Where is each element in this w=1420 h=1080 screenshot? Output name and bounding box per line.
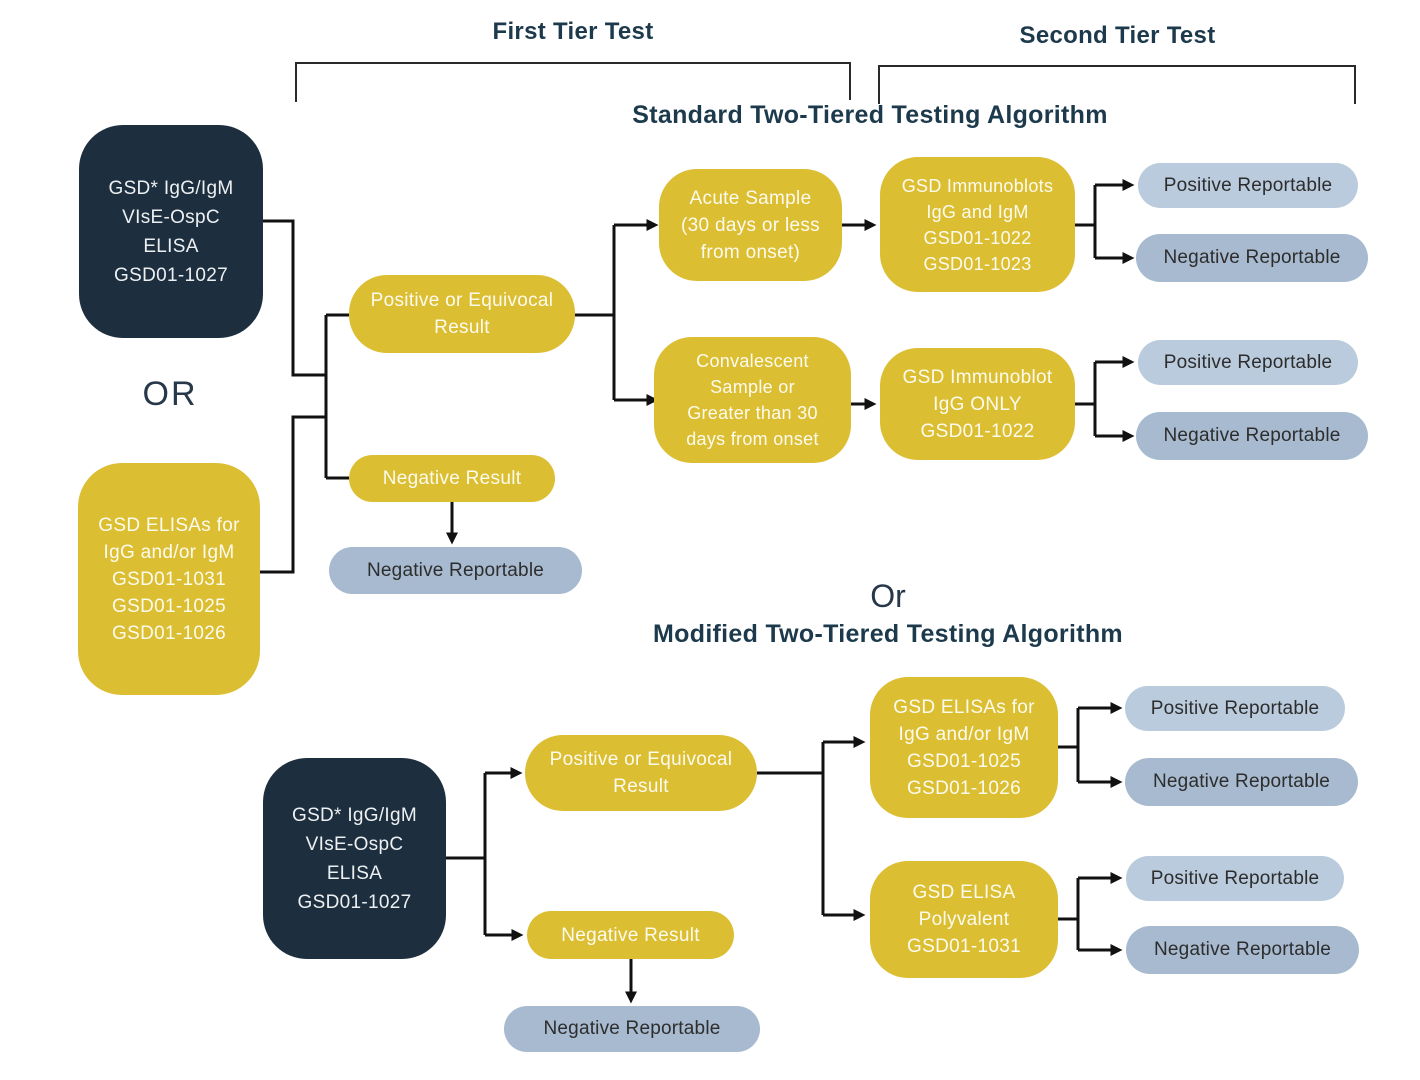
node-line: Negative Reportable — [1152, 771, 1331, 792]
standard-tier2-arrows — [842, 219, 877, 410]
node-line: Negative Reportable — [543, 1018, 721, 1039]
modified-source-branch — [446, 767, 524, 941]
node-line: Negative Reportable — [1153, 939, 1332, 960]
node-line: GSD Immunoblots — [901, 175, 1054, 196]
node-line: Positive Reportable — [1163, 351, 1333, 373]
or-label-standard: OR — [142, 375, 198, 413]
standard-algorithm-title: Standard Two-Tiered Testing Algorithm — [632, 101, 1108, 129]
acute-sample-node: Acute Sample (30 days or less from onset… — [659, 169, 842, 281]
node-line: GSD* IgG/IgM — [108, 177, 234, 199]
node-line: ELISA — [143, 235, 199, 257]
node-line: IgG ONLY — [933, 393, 1022, 415]
node-line: GSD Immunoblot — [902, 366, 1053, 388]
node-line: Result — [613, 776, 669, 797]
node-line: Acute Sample — [689, 187, 812, 209]
node-line: IgG and/or IgM — [103, 541, 235, 563]
modified-negative-result-node: Negative Result — [527, 911, 734, 959]
node-line: Negative Reportable — [1163, 247, 1341, 268]
node-line: Result — [434, 317, 490, 338]
or-label-middle: Or — [870, 578, 906, 614]
modified-polyvalent-node: GSD ELISA Polyvalent GSD01-1031 — [870, 861, 1058, 978]
modified-elisas-branch — [1058, 702, 1123, 788]
node-line: Positive Reportable — [1150, 697, 1320, 719]
node-line: Positive Reportable — [1150, 867, 1320, 889]
node-line: Positive or Equivocal — [549, 749, 733, 770]
modified-polyvalent-branch — [1058, 872, 1123, 956]
standard-negative-result-node: Negative Result — [349, 455, 555, 502]
modified-positive-result-node: Positive or Equivocal Result — [525, 735, 757, 811]
node-line: GSD01-1026 — [907, 777, 1021, 799]
node-line: from onset) — [700, 241, 801, 263]
node-line: GSD01-1027 — [297, 891, 412, 913]
modified-branch2-negative-reportable: Negative Reportable — [1126, 926, 1359, 974]
node-line: Negative Reportable — [1163, 425, 1341, 446]
node-line: ELISA — [326, 862, 383, 884]
node-line: VIsE-OspC — [122, 206, 220, 228]
node-line: days from onset — [686, 429, 819, 449]
standard-negative-reportable-node: Negative Reportable — [329, 547, 582, 594]
standard-igg-only-branch — [1075, 356, 1135, 442]
second-tier-title: Second Tier Test — [1019, 22, 1216, 49]
modified-branch1-positive-reportable: Positive Reportable — [1125, 686, 1345, 731]
convalescent-sample-node: Convalescent Sample or Greater than 30 d… — [654, 337, 851, 463]
node-line: GSD01-1026 — [112, 622, 226, 644]
node-line: Negative Result — [382, 468, 522, 489]
standard-positive-result-node: Positive or Equivocal Result — [349, 275, 575, 353]
first-tier-bracket — [295, 62, 851, 102]
immunoblot-igg-only-node: GSD Immunoblot IgG ONLY GSD01-1022 — [880, 348, 1075, 460]
node-line: GSD01-1031 — [112, 568, 226, 590]
modified-positive-branch — [757, 736, 866, 921]
modified-elisas-node: GSD ELISAs for IgG and/or IgM GSD01-1025… — [870, 677, 1058, 818]
node-line: GSD01-1025 — [907, 750, 1021, 772]
node-line: (30 days or less — [681, 214, 820, 236]
node-line: GSD01-1023 — [923, 253, 1032, 274]
node-line: GSD01-1027 — [114, 264, 228, 286]
node-line: Negative Result — [561, 924, 700, 946]
node-line: VIsE-OspC — [305, 833, 404, 855]
standard-sample-branch — [575, 219, 659, 406]
immunoblots-node: GSD Immunoblots IgG and IgM GSD01-1022 G… — [880, 157, 1075, 292]
second-tier-bracket — [878, 65, 1356, 104]
modified-source-elisa-node: GSD* IgG/IgM VIsE-OspC ELISA GSD01-1027 — [263, 758, 446, 959]
standard-branch1-positive-reportable: Positive Reportable — [1138, 163, 1358, 208]
node-line: GSD01-1025 — [112, 595, 226, 617]
node-line: IgG and/or IgM — [898, 723, 1030, 745]
node-line: Sample or — [710, 377, 795, 397]
modified-branch1-negative-reportable: Negative Reportable — [1125, 758, 1358, 806]
node-line: GSD ELISAs for — [893, 696, 1035, 718]
modified-branch2-positive-reportable: Positive Reportable — [1126, 856, 1344, 901]
standard-immunoblots-branch — [1075, 179, 1135, 264]
node-line: Convalescent — [696, 351, 809, 371]
modified-algorithm-title: Modified Two-Tiered Testing Algorithm — [653, 620, 1123, 648]
node-line: GSD* IgG/IgM — [291, 804, 418, 826]
node-line: GSD01-1031 — [907, 936, 1021, 957]
standard-branch2-positive-reportable: Positive Reportable — [1138, 340, 1358, 385]
standard-source-merge — [256, 219, 349, 574]
standard-branch1-negative-reportable: Negative Reportable — [1136, 234, 1368, 282]
node-line: Positive or Equivocal — [370, 290, 554, 311]
standard-source-elisas-node: GSD ELISAs for IgG and/or IgM GSD01-1031… — [78, 463, 260, 695]
modified-negative-reportable-node: Negative Reportable — [504, 1006, 760, 1052]
first-tier-title: First Tier Test — [492, 18, 654, 45]
node-line: Greater than 30 — [687, 403, 818, 423]
standard-source-elisa-node: GSD* IgG/IgM VIsE-OspC ELISA GSD01-1027 — [79, 125, 263, 338]
node-line: GSD01-1022 — [923, 227, 1032, 248]
standard-branch2-negative-reportable: Negative Reportable — [1136, 412, 1368, 460]
node-line: IgG and IgM — [926, 201, 1029, 222]
node-line: GSD ELISAs for — [98, 514, 240, 536]
node-line: GSD ELISA — [912, 882, 1016, 903]
node-line: GSD01-1022 — [920, 420, 1035, 442]
node-line: Positive Reportable — [1163, 174, 1333, 196]
node-line: Polyvalent — [918, 909, 1010, 930]
node-line: Negative Reportable — [366, 559, 545, 581]
